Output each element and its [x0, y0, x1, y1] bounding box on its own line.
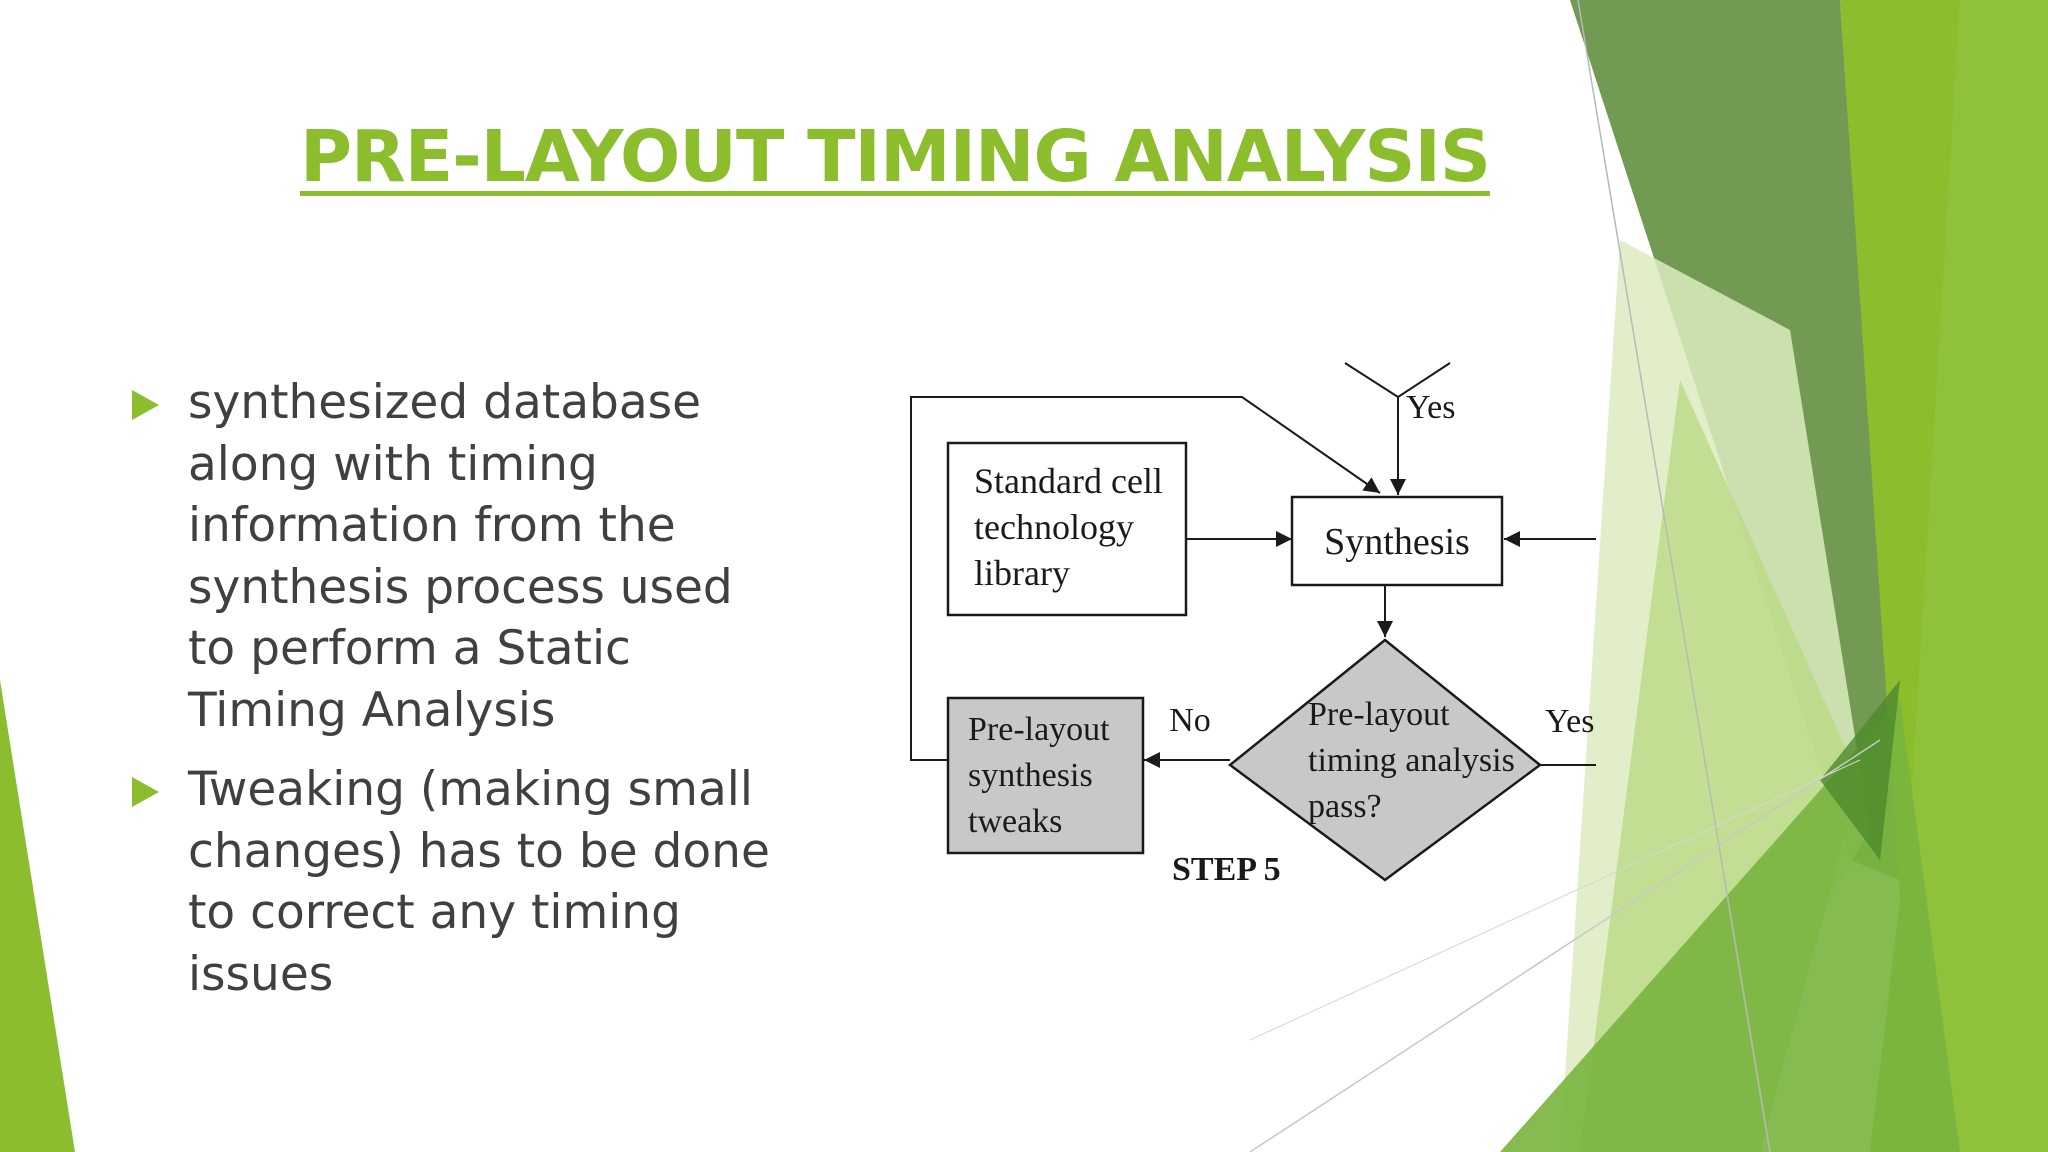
yes-right-label: Yes — [1545, 703, 1594, 740]
bullet-text: Tweaking (making small changes) has to b… — [188, 762, 770, 1002]
synthesis-box — [1290, 495, 1504, 587]
tweaks-box — [946, 696, 1145, 855]
tweaks-line-2: synthesis — [968, 757, 1093, 794]
bullet-item: Tweaking (making small changes) has to b… — [130, 759, 790, 1005]
synthesis-label: Synthesis — [1324, 521, 1470, 563]
page-title: PRE-LAYOUT TIMING ANALYSIS — [300, 115, 1491, 198]
flow-diagram: Yes Standard cell technology library Syn… — [910, 362, 1596, 888]
thin-line-3 — [1249, 759, 1861, 1041]
tweaks-line-1: Pre-layout — [968, 711, 1110, 748]
incoming-line-right — [1397, 362, 1451, 398]
decision-line-1: Pre-layout — [1308, 696, 1450, 733]
yes-top-label: Yes — [1406, 389, 1455, 426]
bullet-text: synthesized database along with timing i… — [188, 375, 733, 738]
standard-cell-box — [946, 441, 1188, 617]
decision-diamond — [1227, 638, 1543, 882]
bullet-arrow-icon — [132, 390, 159, 420]
standard-cell-line-3: library — [974, 553, 1070, 593]
thin-line-2 — [1249, 739, 1881, 1152]
tweaks-line-3: tweaks — [968, 803, 1062, 840]
decision-line-3: pass? — [1308, 788, 1382, 825]
decision-line-2: timing analysis — [1308, 742, 1515, 779]
bullet-item: synthesized database along with timing i… — [130, 372, 790, 741]
bullet-arrow-icon — [132, 777, 159, 807]
standard-cell-line-2: technology — [974, 507, 1134, 547]
bullet-list: synthesized database along with timing i… — [130, 372, 790, 1023]
thin-line-1 — [1577, 0, 1771, 1152]
step-label: STEP 5 — [1172, 851, 1281, 888]
bottom-dark-green-accent — [1820, 680, 1900, 860]
standard-cell-line-1: Standard cell — [974, 461, 1163, 501]
incoming-line-left — [1344, 362, 1399, 398]
left-green-wedge — [0, 680, 75, 1152]
right-mid-green-panel — [1890, 0, 2048, 1152]
feedback-loop-line — [910, 396, 1381, 761]
no-label: No — [1169, 702, 1211, 739]
